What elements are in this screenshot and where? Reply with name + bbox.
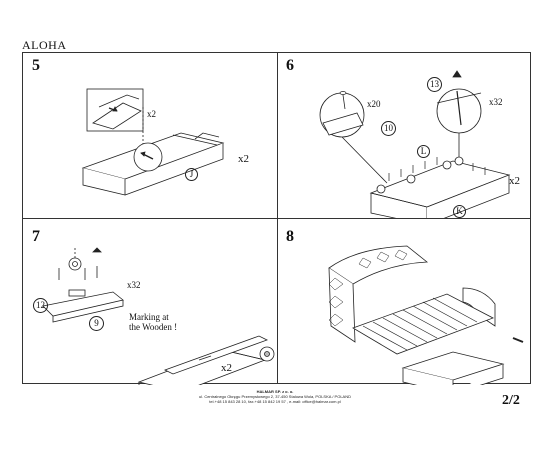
- step-7-marking-line2: the Wooden !: [129, 322, 178, 332]
- step-7-part-12: 12: [33, 298, 48, 313]
- step-6-dowel-part: 13: [427, 77, 442, 92]
- step-6-dowel-qty: x32: [489, 97, 503, 107]
- page-number: 2/2: [502, 393, 520, 408]
- footer-address: ul. Centralnego Okręgu Przemysłowego 2, …: [198, 394, 351, 399]
- step-8-panel: 8: [277, 218, 532, 385]
- step-6-main-qty: x2: [509, 175, 520, 187]
- step-7-qty: x32: [127, 280, 141, 290]
- step-6-screw-qty: x20: [367, 99, 381, 109]
- step-7-part-9: 9: [89, 316, 104, 331]
- step-6-panel: 6: [277, 53, 532, 218]
- footer-company: HALMAR SP. z o. o.: [256, 389, 294, 394]
- step-6-part-k: K: [453, 205, 466, 218]
- step-5-part-j: J: [185, 168, 198, 181]
- step-5-panel: 5 x2 x2 J: [23, 53, 277, 218]
- horizontal-divider: [23, 218, 530, 219]
- step-7-marking-line1: Marking at: [129, 312, 169, 322]
- step-8-number: 8: [286, 228, 294, 245]
- step-5-main-qty: x2: [238, 153, 249, 165]
- step-7-number: 7: [32, 228, 40, 245]
- step-6-part-l: L: [417, 145, 430, 158]
- step-7-main-qty: x2: [221, 362, 232, 374]
- vertical-divider: [277, 53, 278, 383]
- step-8-illustration: [328, 245, 524, 385]
- step-7-illustration: [42, 246, 275, 385]
- step-7-panel: 7 12 9 x32 Ma: [23, 218, 277, 385]
- step-5-detail-qty: x2: [147, 109, 156, 119]
- step-6-number: 6: [286, 57, 294, 74]
- footer: HALMAR SP. z o. o. ul. Centralnego Okręg…: [0, 389, 550, 404]
- instruction-sheet: 5 x2 x2 J 6: [22, 52, 532, 385]
- step-5-illustration: [81, 88, 225, 196]
- step-5-number: 5: [32, 57, 40, 74]
- step-6-illustration: [319, 70, 511, 218]
- step-6-screw-part: 10: [381, 121, 396, 136]
- footer-contact: tel.+48 15 843 28 10, fax.+48 15 842 19 …: [209, 399, 341, 404]
- document-title: ALOHA: [22, 38, 67, 52]
